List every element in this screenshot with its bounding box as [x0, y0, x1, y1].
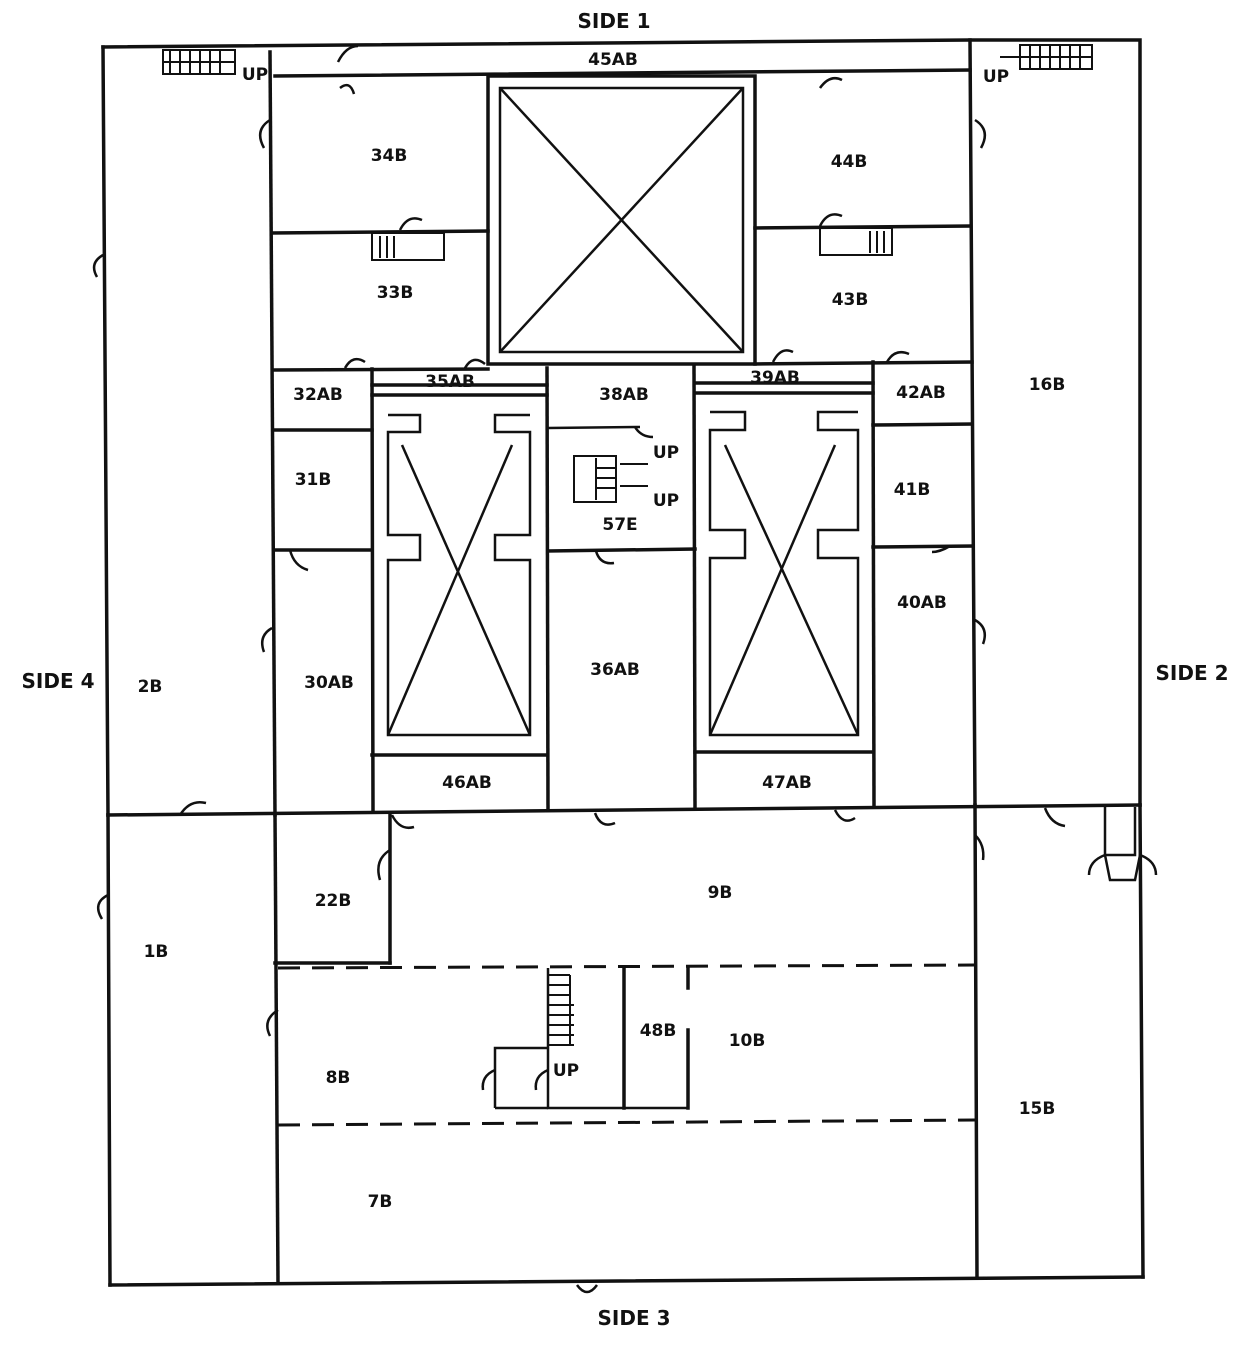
room-35ab-label: 35AB — [425, 372, 475, 392]
up-label-lower: UP — [553, 1061, 579, 1081]
stair-57e — [573, 455, 648, 503]
room-39ab-label: 39AB — [750, 368, 800, 388]
side-2-label: SIDE 2 — [1156, 661, 1229, 685]
up-label-top-left: UP — [242, 65, 268, 85]
side-1-label: SIDE 1 — [578, 9, 651, 33]
left-shaft — [370, 383, 549, 757]
room-36ab-label: 36AB — [590, 660, 640, 680]
room-32ab-label: 32AB — [293, 385, 343, 405]
side-4-label: SIDE 4 — [22, 669, 95, 693]
room-40ab-label: 40AB — [897, 593, 947, 613]
outer-walls — [101, 38, 1145, 1287]
side-3-label: SIDE 3 — [598, 1306, 671, 1330]
room-8b-label: 8B — [326, 1068, 351, 1088]
room-57e-label: 57E — [602, 515, 637, 535]
top-shaft — [486, 74, 757, 366]
room-2b-label: 2B — [138, 677, 163, 697]
room-34b-label: 34B — [371, 146, 408, 166]
right-shaft — [693, 381, 875, 754]
room-31b-label: 31B — [295, 470, 332, 490]
stair-top-left — [162, 49, 236, 75]
room-10b-label: 10B — [729, 1031, 766, 1051]
room-41b-label: 41B — [894, 480, 931, 500]
stair-lower — [548, 974, 574, 1046]
room-48b-label: 48B — [640, 1021, 677, 1041]
room-45ab-label: 45AB — [588, 50, 638, 70]
up-label-57e-lower: UP — [653, 491, 679, 511]
up-label-top-right: UP — [983, 67, 1009, 87]
room-7b-label: 7B — [368, 1192, 393, 1212]
room-1b-label: 1B — [144, 942, 169, 962]
room-16b-label: 16B — [1029, 375, 1066, 395]
room-22b-label: 22B — [315, 891, 352, 911]
room-15b-label: 15B — [1019, 1099, 1056, 1119]
stair-top-right — [1000, 44, 1093, 70]
room-43b-label: 43B — [832, 290, 869, 310]
doors — [92, 44, 1158, 1294]
room-44b-label: 44B — [831, 152, 868, 172]
room-9b-label: 9B — [708, 883, 733, 903]
stair-43b — [819, 227, 893, 256]
room-30ab-label: 30AB — [304, 673, 354, 693]
room-38ab-label: 38AB — [599, 385, 649, 405]
room-47ab-label: 47AB — [762, 773, 812, 793]
room-33b-label: 33B — [377, 283, 414, 303]
room-42ab-label: 42AB — [896, 383, 946, 403]
room-46ab-label: 46AB — [442, 773, 492, 793]
up-label-57e-upper: UP — [653, 443, 679, 463]
stair-33b — [371, 232, 445, 261]
